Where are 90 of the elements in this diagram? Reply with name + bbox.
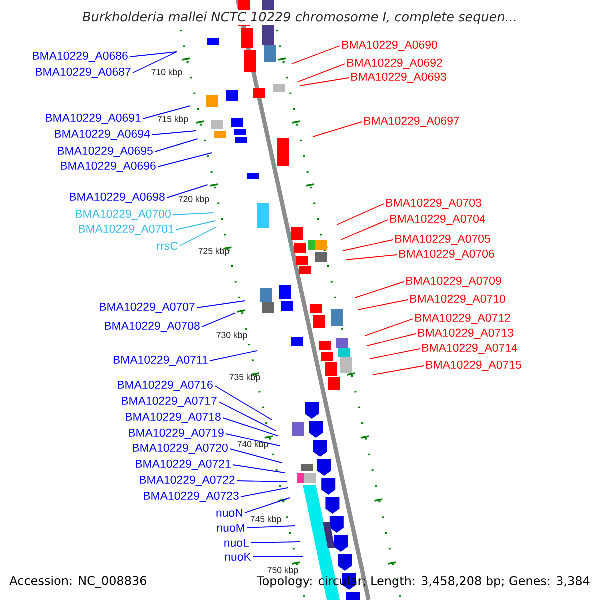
leader-line	[214, 386, 272, 420]
gene-label: BMA10229_A0711	[114, 356, 208, 366]
gene-label: BMA10229_A0692	[348, 58, 442, 70]
gene-label: BMA10229_A0700	[76, 210, 171, 220]
leader-line	[230, 448, 282, 464]
scale-label: 710 kbp	[152, 68, 182, 78]
leader-line	[218, 402, 276, 432]
leader-line	[312, 122, 362, 138]
gene-label: BMA10229_A0696	[61, 162, 156, 172]
gene-label: BMA10229_A0701	[79, 224, 174, 236]
leader-line	[176, 220, 216, 230]
leader-line	[154, 138, 198, 152]
scale-label: 735 kbp	[230, 374, 260, 382]
gene-label: BMA10229_A0687	[36, 68, 131, 78]
gene-label: BMA10229_A0690	[342, 40, 438, 52]
gene-label: BMA10229_A0694	[55, 130, 150, 140]
leader-line	[166, 184, 208, 198]
accession-text: Accession: NC_008836	[10, 576, 146, 588]
gene-label: BMA10229_A0704	[390, 214, 486, 226]
gene-label: BMA10229_A0709	[406, 276, 502, 288]
leader-line	[340, 220, 388, 240]
leader-line	[342, 240, 394, 252]
leader-line	[346, 254, 398, 260]
gene-label: BMA10229_A0691	[46, 114, 141, 124]
gene-label: BMA10229_A0686	[33, 52, 128, 62]
leader-line	[364, 318, 414, 336]
scale-label: 720 kbp	[178, 196, 210, 204]
leader-line	[372, 366, 424, 376]
gene-label: BMA10229_A0695	[58, 146, 153, 158]
gene-label: BMA10229_A0721	[136, 460, 231, 470]
gene-label: BMA10229_A0708	[105, 322, 200, 332]
gene-label: rrsC	[158, 242, 178, 250]
scale-label: 730 kbp	[216, 332, 248, 340]
gene-label: BMA10229_A0698	[70, 192, 165, 204]
leader-line	[196, 300, 246, 308]
leader-line	[300, 78, 350, 86]
leader-line	[358, 300, 408, 310]
leader-line	[240, 488, 288, 498]
gene-label: BMA10229_A0717	[122, 396, 217, 408]
leader-line	[232, 464, 286, 474]
leader-line	[158, 152, 212, 168]
summary-text: Topology: circular; Length: 3,458,208 bp; Genes: 3,384	[256, 576, 590, 588]
leader-line	[142, 106, 192, 120]
gene-label: BMA10229_A0714	[422, 344, 518, 354]
leader-line	[172, 212, 214, 216]
gene-label: BMA10229_A0707	[100, 302, 195, 314]
gene-label: nuoK	[225, 553, 252, 561]
leader-line	[336, 204, 384, 226]
gene-label: BMA10229_A0703	[386, 198, 482, 210]
gene-label: BMA10229_A0705	[396, 234, 490, 246]
scale-label: 750 kbp	[268, 566, 298, 576]
leader-line	[354, 282, 404, 298]
scale-label: 745 kbp	[250, 516, 282, 524]
gene-label: nuoN	[216, 509, 242, 517]
leader-line	[222, 418, 278, 436]
leader-line	[152, 130, 196, 136]
title: Burkholderia mallei NCTC 10229 chromosome I, complete sequen...	[81, 10, 519, 26]
leader-line	[298, 64, 346, 82]
leader-line	[370, 348, 420, 360]
gene-label: BMA10229_A0712	[416, 314, 510, 324]
gene-label: BMA10229_A0697	[364, 116, 460, 128]
leader-line	[180, 226, 218, 246]
gene-label: BMA10229_A0720	[133, 444, 228, 454]
gene-label: nuoL	[224, 539, 250, 547]
gene-label: BMA10229_A0706	[400, 250, 494, 260]
leader-line	[236, 480, 288, 482]
leader-line	[244, 498, 290, 514]
gene-label: BMA10229_A0716	[118, 380, 213, 392]
scale-label: 715 kbp	[158, 116, 188, 124]
scale-label: 740 kbp	[238, 440, 268, 450]
gene-label: BMA10229_A0718	[126, 412, 221, 424]
leader-line	[250, 542, 300, 544]
leader-line	[246, 526, 296, 528]
gene-label: BMA10229_A0723	[144, 492, 239, 502]
leader-line	[202, 312, 236, 328]
leader-line	[292, 46, 340, 64]
gene-label: BMA10229_A0719	[129, 428, 224, 440]
leader-line	[226, 434, 280, 446]
leader-line	[210, 350, 258, 362]
leader-line	[130, 52, 178, 58]
leader-line	[132, 52, 178, 74]
leader-line	[252, 556, 304, 558]
gene-label: nuoM	[217, 524, 244, 532]
gene-label: BMA10229_A0715	[426, 360, 522, 372]
gene-label: BMA10229_A0693	[352, 72, 446, 84]
gene-label: BMA10229_A0722	[140, 476, 235, 486]
gene-label: BMA10229_A0713	[418, 328, 514, 340]
gene-label: BMA10229_A0710	[410, 294, 506, 306]
scale-label: 725 kbp	[198, 248, 230, 256]
leader-line	[366, 334, 416, 346]
